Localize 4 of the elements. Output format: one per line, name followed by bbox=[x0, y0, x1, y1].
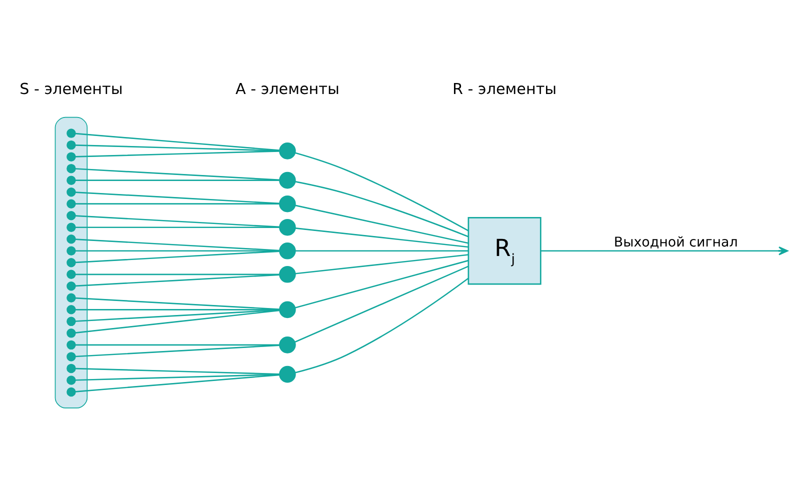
label: S - элементы bbox=[20, 80, 123, 98]
edge-label: Выходной сигнал bbox=[614, 236, 738, 251]
label: R - элементы bbox=[452, 80, 557, 98]
label: A - элементы bbox=[235, 80, 340, 98]
